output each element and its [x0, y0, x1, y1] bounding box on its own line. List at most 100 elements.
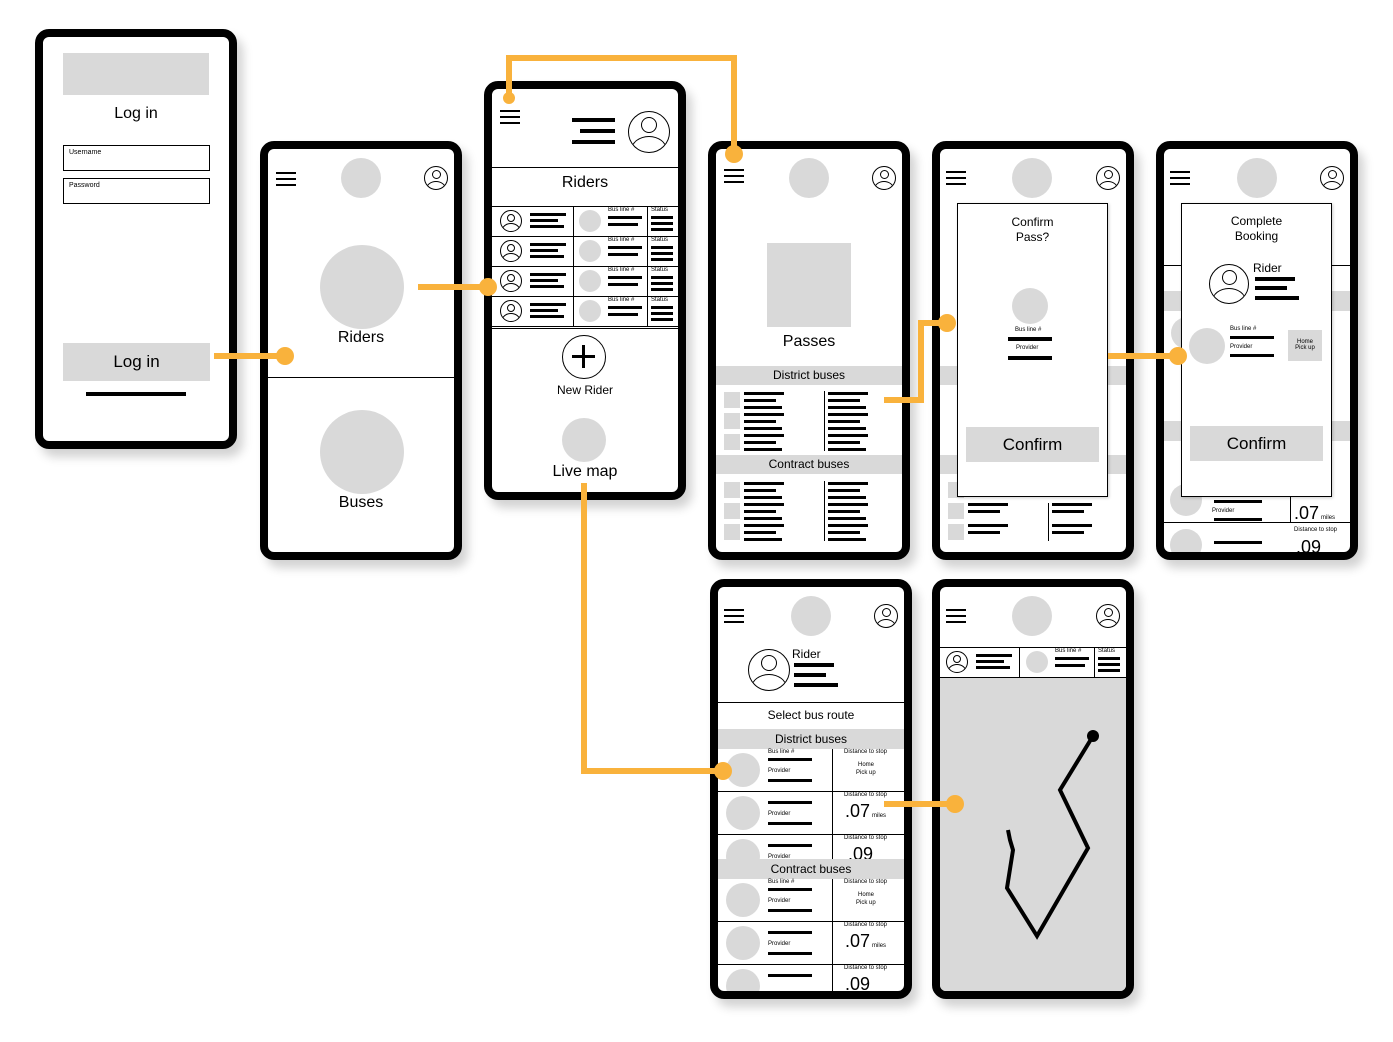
distance-label: Distance to stop — [844, 835, 888, 841]
user-avatar-icon[interactable] — [628, 111, 670, 153]
confirm-button[interactable]: Confirm — [966, 427, 1099, 462]
user-avatar-icon[interactable] — [1320, 166, 1344, 190]
bus-line-label: Bus line # — [608, 237, 635, 243]
live-map-label[interactable]: Live map — [552, 463, 618, 480]
modal-title-line2: Pass? — [1015, 230, 1050, 244]
hamburger-menu-icon[interactable] — [724, 609, 744, 623]
provider-label: Provider — [768, 941, 791, 947]
logo-placeholder — [63, 53, 209, 95]
plus-icon[interactable] — [562, 335, 606, 379]
hamburger-menu-icon[interactable] — [946, 171, 966, 185]
user-avatar-icon[interactable] — [424, 166, 448, 190]
home-label: Home — [858, 762, 875, 768]
logo-circle — [1012, 158, 1052, 198]
map-area[interactable] — [940, 678, 1126, 991]
table-top — [492, 206, 678, 207]
pickup-label: Pick up — [856, 900, 876, 906]
riders-circle[interactable] — [320, 245, 404, 329]
divider — [268, 377, 454, 378]
pass-image — [767, 243, 851, 327]
hamburger-menu-icon[interactable] — [500, 110, 520, 124]
buses-circle[interactable] — [320, 410, 404, 494]
user-avatar-icon — [748, 649, 790, 691]
login-screen: Log in Username Password Log in — [35, 29, 237, 449]
riders-list-screen: Riders Bus line # Status Bus line # — [484, 81, 686, 500]
select-bus-route-title: Select bus route — [767, 708, 855, 722]
contract-buses-header: Contract buses — [718, 859, 904, 879]
passes-screen: Passes District buses Contract buses — [708, 141, 910, 560]
logo-circle — [341, 158, 381, 198]
home-pickup-badge: Home Pick up — [1288, 330, 1322, 361]
district-buses-label: District buses — [772, 368, 846, 382]
buses-label[interactable]: Buses — [338, 494, 384, 511]
complete-booking-modal: Complete Booking Rider Bus line # Provid… — [1181, 203, 1332, 497]
table-row[interactable]: Bus line # Status — [492, 206, 678, 237]
user-avatar-icon — [500, 210, 522, 232]
confirm-pass-modal: Confirm Pass? Bus line # Provider Confir… — [957, 203, 1108, 497]
live-map-circle[interactable] — [562, 418, 606, 462]
login-button-label: Log in — [113, 352, 160, 371]
bus-line-label: Bus line # — [768, 879, 795, 885]
user-avatar-icon — [500, 240, 522, 262]
home-label: Home — [858, 892, 875, 898]
hamburger-menu-icon[interactable] — [724, 169, 744, 183]
contract-buses-label: Contract buses — [770, 862, 852, 876]
table-row[interactable]: Bus line # Status — [940, 647, 1126, 677]
rider-label: Rider — [1253, 261, 1282, 275]
pickup-label: Pick up — [1295, 345, 1315, 351]
district-buses-header: District buses — [718, 729, 904, 749]
user-avatar-icon[interactable] — [1096, 604, 1120, 628]
list-item[interactable]: Provider Distance to stop .09 — [718, 835, 904, 859]
table-row[interactable]: Bus line # Status — [492, 236, 678, 267]
district-buses-header: District buses — [716, 366, 902, 385]
status-label: Status — [651, 207, 669, 213]
pass-circle — [1012, 288, 1048, 324]
rider-table: Bus line # Status Bus line # Status — [492, 206, 678, 328]
filter-icon[interactable] — [572, 118, 615, 144]
bus-line-label: Bus line # — [1055, 648, 1082, 654]
username-label: Username — [69, 149, 102, 156]
distance-label: Distance to stop — [844, 792, 888, 798]
bus-line-label: Bus line # — [1015, 327, 1042, 333]
home-screen: Riders Buses — [260, 141, 462, 560]
hamburger-menu-icon[interactable] — [276, 172, 296, 186]
user-avatar-icon[interactable] — [1096, 166, 1120, 190]
logo-circle — [1012, 596, 1052, 636]
riders-label[interactable]: Riders — [337, 329, 385, 346]
hamburger-menu-icon[interactable] — [946, 609, 966, 623]
select-bus-route-screen: Rider Select bus route District buses Bu… — [710, 579, 912, 999]
list-item[interactable]: Bus line # Provider Distance to stop Hom… — [718, 749, 904, 792]
user-avatar-icon[interactable] — [872, 166, 896, 190]
table-row[interactable]: Bus line # Status — [492, 296, 678, 327]
distance-value-2: .09 — [1296, 537, 1322, 552]
new-rider-label[interactable]: New Rider — [556, 383, 613, 397]
pickup-label: Pick up — [856, 770, 876, 776]
login-title: Log in — [114, 105, 158, 122]
hamburger-menu-icon[interactable] — [1170, 171, 1190, 185]
password-label: Password — [69, 182, 100, 189]
user-avatar-icon — [500, 270, 522, 292]
user-avatar-icon[interactable] — [874, 604, 898, 628]
list-item[interactable]: Bus line # Provider Distance to stop Hom… — [718, 879, 904, 922]
modal-title-line2: Booking — [1234, 229, 1279, 243]
distance-label: Distance to stop — [844, 749, 888, 755]
username-field[interactable]: Username — [63, 145, 210, 171]
confirm-button[interactable]: Confirm — [1190, 426, 1323, 461]
provider-label: Provider — [768, 854, 791, 859]
provider-label: Provider — [768, 898, 791, 904]
login-button[interactable]: Log in — [63, 343, 210, 381]
table-row[interactable]: Bus line # Status — [492, 266, 678, 297]
list-item[interactable]: Distance to stop .09 — [718, 965, 904, 991]
password-field[interactable]: Password — [63, 178, 210, 204]
riders-title: Riders — [561, 174, 609, 191]
contract-buses-header: Contract buses — [716, 455, 902, 474]
status-label: Status — [1098, 648, 1116, 654]
live-map-screen: Bus line # Status — [932, 579, 1134, 999]
provider-label: Provider — [1230, 344, 1253, 350]
district-buses-label: District buses — [774, 732, 848, 746]
